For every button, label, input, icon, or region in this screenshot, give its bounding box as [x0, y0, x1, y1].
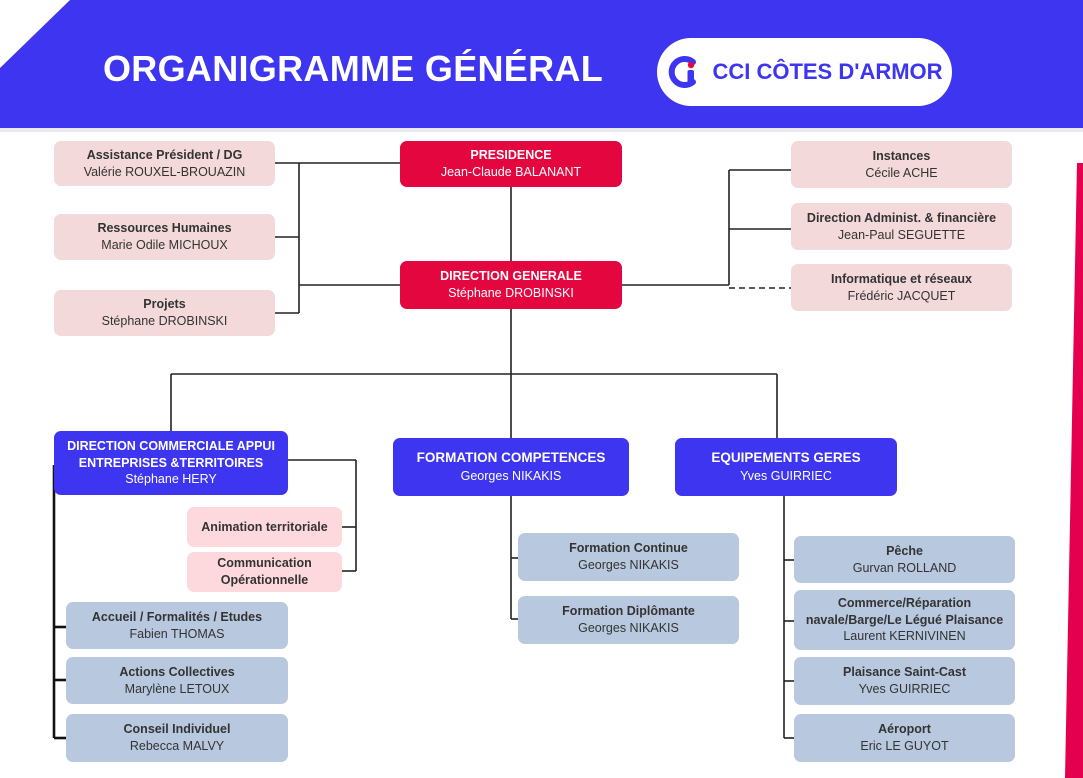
box-title: Projets [143, 297, 186, 312]
aeroport-box: Aéroport Eric LE GUYOT [794, 714, 1015, 762]
box-title: Conseil Individuel [123, 722, 231, 737]
assistance-president-box: Assistance Président / DG Valérie ROUXEL… [54, 141, 275, 186]
box-name: Frédéric JACQUET [847, 288, 956, 303]
box-name: Yves GUIRRIEC [858, 682, 951, 696]
header-banner: ORGANIGRAMME GÉNÉRAL CCI CÔTES D'ARMOR [0, 0, 1083, 130]
box-name: Georges NIKAKIS [578, 621, 679, 635]
actions-collectives-box: Actions Collectives Marylène LETOUX [66, 657, 288, 704]
box-name: Rebecca MALVY [129, 739, 225, 753]
peche-box: Pêche Gurvan ROLLAND [794, 536, 1015, 583]
box-title: Ressources Humaines [97, 221, 232, 236]
commerce-reparation-box: Commerce/Réparation navale/Barge/Le Légu… [794, 590, 1015, 650]
box-title: DIRECTION GENERALE [440, 269, 582, 284]
projets-box: Projets Stéphane DROBINSKI [54, 290, 275, 336]
page-title: ORGANIGRAMME GÉNÉRAL [103, 48, 603, 89]
box-name: Georges NIKAKIS [578, 558, 679, 572]
box-title: FORMATION COMPETENCES [416, 450, 606, 466]
box-name: Marylène LETOUX [124, 681, 230, 696]
box-name: Laurent KERNIVINEN [843, 629, 966, 644]
cci-logo-icon [669, 56, 697, 88]
instances-box: Instances Cécile ACHE [791, 141, 1012, 188]
box-name: Georges NIKAKIS [460, 468, 562, 483]
plaisance-saint-cast-box: Plaisance Saint-Cast Yves GUIRRIEC [794, 657, 1015, 705]
conseil-individuel-box: Conseil Individuel Rebecca MALVY [66, 714, 288, 762]
box-title-line1: Communication [217, 556, 312, 571]
box-name: Valérie ROUXEL-BROUAZIN [83, 164, 246, 179]
box-name: Stéphane HERY [125, 472, 217, 487]
box-name: Marie Odile MICHOUX [101, 238, 228, 252]
box-title-line2: navale/Barge/Le Légué Plaisance [805, 612, 1004, 627]
box-title: Plaisance Saint-Cast [843, 665, 966, 680]
box-name: Fabien THOMAS [129, 626, 225, 641]
box-name: Jean-Claude BALANANT [440, 165, 582, 179]
direction-commerciale-box: DIRECTION COMMERCIALE APPUI ENTREPRISES … [54, 431, 288, 495]
box-title-line2: ENTREPRISES &TERRITOIRES [78, 455, 264, 470]
box-title: Instances [872, 148, 931, 163]
header-notch [0, 0, 70, 68]
cci-logo: CCI CÔTES D'ARMOR [657, 38, 952, 106]
box-title: PRESIDENCE [470, 148, 552, 163]
equipements-geres-box: EQUIPEMENTS GERES Yves GUIRRIEC [675, 438, 897, 496]
animation-territoriale-box: Animation territoriale [187, 507, 342, 547]
box-name: Cécile ACHE [865, 165, 938, 180]
direction-administrative-box: Direction Administ. & financière Jean-Pa… [791, 203, 1012, 250]
box-title: Animation territoriale [201, 519, 328, 534]
box-title: Aéroport [878, 722, 931, 737]
accueil-formalites-box: Accueil / Formalités / Etudes Fabien THO… [66, 602, 288, 649]
box-title: Formation Continue [569, 541, 688, 556]
formation-competences-box: FORMATION COMPETENCES Georges NIKAKIS [393, 438, 629, 496]
box-name: Stéphane DROBINSKI [101, 314, 228, 328]
communication-operationnelle-box: Communication Opérationnelle [187, 552, 342, 592]
box-title-line2: Opérationnelle [220, 573, 309, 587]
box-title: Assistance Président / DG [86, 147, 243, 162]
box-title: EQUIPEMENTS GERES [711, 450, 861, 466]
box-name: Stéphane DROBINSKI [448, 286, 574, 300]
box-name: Gurvan ROLLAND [852, 560, 957, 575]
formation-diplomante-box: Formation Diplômante Georges NIKAKIS [518, 596, 739, 644]
box-title: Formation Diplômante [562, 604, 695, 619]
direction-generale-box: DIRECTION GENERALE Stéphane DROBINSKI [400, 261, 622, 309]
box-name: Jean-Paul SEGUETTE [837, 227, 966, 242]
informatique-reseaux-box: Informatique et réseaux Frédéric JACQUET [791, 264, 1012, 311]
box-title: Direction Administ. & financière [806, 210, 997, 225]
box-title: Informatique et réseaux [830, 271, 972, 286]
box-title: Actions Collectives [119, 664, 235, 679]
box-title-line1: Commerce/Réparation [837, 595, 972, 610]
ressources-humaines-box: Ressources Humaines Marie Odile MICHOUX [54, 214, 275, 260]
box-title-line1: DIRECTION COMMERCIALE APPUI [67, 438, 275, 453]
box-name: Eric LE GUYOT [860, 739, 949, 753]
header-divider [0, 128, 1083, 132]
formation-continue-box: Formation Continue Georges NIKAKIS [518, 533, 739, 581]
box-title: Accueil / Formalités / Etudes [91, 609, 263, 624]
presidence-box: PRESIDENCE Jean-Claude BALANANT [400, 141, 622, 187]
box-name: Yves GUIRRIEC [740, 468, 832, 483]
box-title: Pêche [886, 543, 923, 558]
logo-text: CCI CÔTES D'ARMOR [712, 59, 943, 84]
edge-accent-stripe [1065, 163, 1083, 778]
